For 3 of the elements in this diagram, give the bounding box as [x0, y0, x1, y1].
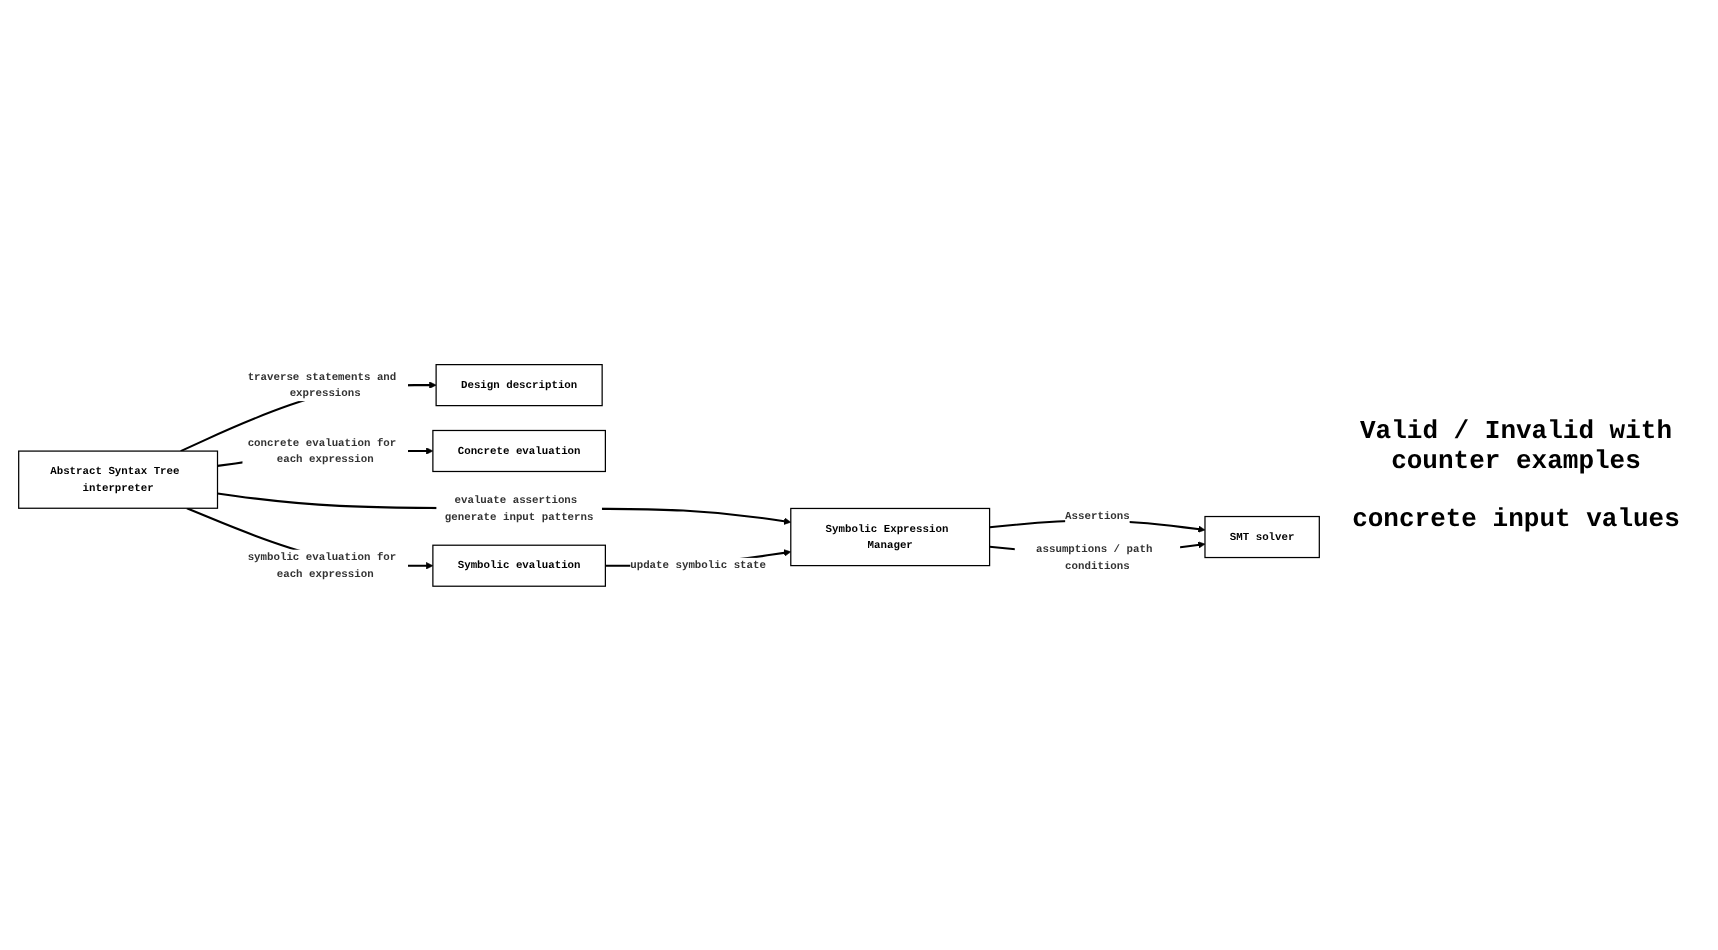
note-text: Valid / Invalid with counter examples: [1357, 416, 1675, 476]
note-text: concrete input values: [1350, 504, 1682, 534]
arrow: [217, 491, 792, 525]
